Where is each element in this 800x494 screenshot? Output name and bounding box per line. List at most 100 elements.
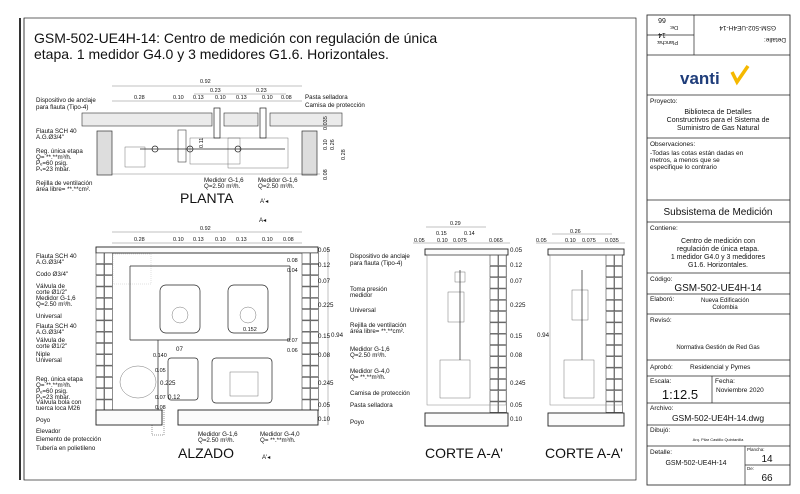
block [605, 277, 615, 289]
view-title-corte-2: CORTE A-A' [545, 445, 623, 461]
block [104, 388, 113, 400]
block [489, 311, 499, 323]
block [489, 333, 499, 345]
dim: 0.13 [236, 237, 247, 243]
label: Dispositivo de anclaje [350, 253, 410, 260]
block [310, 343, 319, 355]
label: A.G.Ø3/4" [36, 329, 64, 336]
block [310, 252, 319, 264]
dim: 0.12 [510, 262, 523, 269]
label: A.G.Ø3/4" [36, 259, 64, 266]
dim: 0.05 [318, 402, 331, 409]
dim: 0.12 [318, 262, 331, 269]
block [489, 254, 499, 266]
dim: 0.10 [318, 416, 331, 423]
dim: 0.065 [489, 238, 503, 244]
dim: 0.075 [582, 238, 596, 244]
dim: 0.28 [341, 149, 347, 160]
block [614, 390, 623, 402]
block [498, 288, 507, 300]
dim: 0.04 [287, 268, 298, 274]
block [498, 356, 507, 368]
block [95, 263, 105, 276]
block [104, 343, 113, 355]
observacion: especifique lo contrario [650, 164, 717, 171]
dim: 0.10 [262, 95, 273, 101]
dim: 0.92 [200, 79, 211, 85]
label: Codo Ø3/4" [36, 271, 68, 278]
title-line-1: GSM-502-UE4H-14: Centro de medición con … [34, 30, 437, 46]
contiene: 1 medidor G4.0 y 3 medidores [671, 254, 766, 261]
block [614, 378, 623, 391]
proyecto: Suministro de Gas Natural [677, 125, 760, 132]
dim: 0.08 [323, 169, 329, 180]
dim: 0.05 [318, 247, 331, 254]
block [489, 265, 499, 278]
block [498, 277, 507, 289]
label: Q=2.50 m³/h. [350, 352, 387, 359]
block [95, 343, 105, 355]
label: De: [747, 466, 754, 471]
dim: 0.13 [193, 95, 204, 101]
proyecto: Constructivos para el Sistema de [667, 117, 770, 124]
dim: 0.23 [256, 88, 267, 94]
dim: 0.07 [510, 278, 523, 285]
block [614, 401, 623, 413]
block [301, 320, 311, 332]
block [95, 309, 105, 321]
label: Válvula bola con [36, 399, 82, 406]
block [301, 252, 311, 264]
label: Q= **.**m³/h. [350, 374, 386, 381]
dim: 0.225 [160, 380, 176, 387]
block [310, 297, 319, 310]
alzado-view: 0.92 0.28 0.10 0.13 0.10 0.13 0.10 0.08 … [36, 226, 623, 461]
label: Detalle: [650, 449, 672, 456]
block [310, 286, 319, 298]
block [614, 356, 623, 368]
block [614, 367, 623, 379]
dim: 0.23 [210, 88, 221, 94]
label: Elaboró: [650, 296, 674, 303]
label: Poyo [36, 417, 51, 424]
block [104, 252, 113, 264]
dim: 07 [176, 346, 183, 353]
dim-total: 0.94 [331, 332, 344, 339]
contiene: Centro de medición con [681, 238, 755, 245]
block [104, 376, 113, 389]
dim: 0.10 [323, 139, 329, 150]
block [104, 320, 113, 332]
block [489, 401, 499, 413]
section-marker: A◂ [259, 217, 266, 224]
block [301, 354, 311, 366]
block [498, 333, 507, 345]
dim: 0.140 [153, 353, 167, 359]
block [301, 376, 311, 389]
dim: 0.08 [283, 237, 294, 243]
block [498, 390, 507, 402]
view-title-alzado: ALZADO [178, 445, 234, 461]
dim-total: 0.94 [537, 332, 550, 339]
proyecto: Biblioteca de Detalles [684, 109, 752, 116]
block [310, 376, 319, 389]
label: Pₛ=23 mbar. [36, 166, 70, 173]
block [95, 275, 105, 287]
dim: 0.06 [287, 348, 298, 354]
dim: 0.152 [243, 327, 257, 333]
block [301, 331, 311, 343]
view-title-planta: PLANTA [180, 190, 234, 206]
block [489, 356, 499, 368]
block [95, 297, 105, 310]
label: Rejilla de ventilación [36, 180, 93, 187]
dim: 0.10 [215, 237, 226, 243]
label: Medidor G-1,6 [350, 346, 390, 353]
dim: 0.08 [318, 352, 331, 359]
codigo: GSM-502-UE4H-14 [674, 283, 762, 294]
sheet-label: Plancha: [656, 39, 678, 45]
block [614, 322, 623, 334]
dim: 0.28 [134, 237, 145, 243]
block [498, 367, 507, 379]
planta-view: 0.92 0.23 0.23 0.28 0.10 0.13 0.10 0.13 … [36, 79, 365, 224]
block [614, 288, 623, 300]
reviso: Normativa Gestión de Red Gas [676, 345, 759, 351]
